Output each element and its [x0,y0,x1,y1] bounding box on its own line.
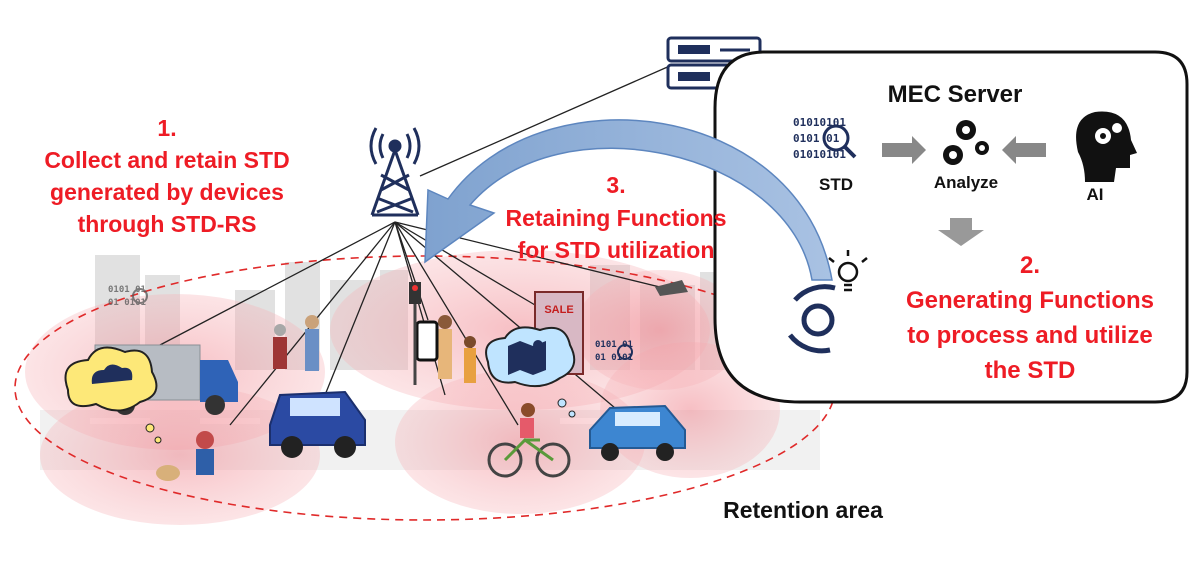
lightbulb-icon [828,250,868,292]
step3-text: 3. Retaining Functions for STD utilizati… [505,172,726,263]
std-data-icon-street-left: 0101 01 01 0101 [108,285,148,308]
map-thought [485,326,576,418]
step2-text: 2. Generating Functions to process and u… [906,252,1154,384]
step2-line-3: the STD [985,357,1076,384]
svg-text:01010101: 01010101 [793,148,846,161]
step2-number: 2. [1020,252,1040,279]
sedan-car [589,404,686,461]
step1-text: 1. Collect and retain STD generated by d… [44,115,289,237]
svg-text:0101 01: 0101 01 [108,285,146,295]
std-data-icon-street-right: 0101 01 01 0101 [595,340,633,363]
svg-text:0101 01: 0101 01 [793,132,840,145]
analyze-label: Analyze [934,173,998,192]
rain-cloud-thought [64,346,162,444]
svg-text:01 0101: 01 0101 [108,298,146,308]
step1-line-2: generated by devices [50,179,284,205]
radio-tower-icon [369,127,421,217]
step2-line-2: to process and utilize [907,322,1152,349]
step2-line-1: Generating Functions [906,287,1154,314]
arrow-right-icon [882,136,926,164]
person-with-dog [156,431,214,481]
retention-area-label: Retention area [723,497,883,523]
pedestrians [273,315,476,383]
ai-label: AI [1087,185,1104,204]
ai-head-icon [1076,111,1137,182]
arrow-left-icon [1002,136,1046,164]
svg-text:0101 01: 0101 01 [595,340,633,350]
step1-line-1: Collect and retain STD [44,147,289,173]
traffic-light [409,282,421,385]
function-gear-icon [788,284,836,354]
svg-text:01 0101: 01 0101 [595,353,633,363]
gears-icon [943,120,989,165]
step3-line-2: for STD utilization [518,237,715,263]
drone [655,280,688,296]
std-data-icon: 01010101 0101 01 01010101 [793,116,857,161]
step1-number: 1. [157,115,176,141]
step1-line-3: through STD-RS [78,211,257,237]
retain-functions-arrow [424,119,833,281]
cyclist [487,403,571,478]
std-label: STD [819,175,853,194]
step3-number: 3. [606,172,625,198]
arrow-down-icon [938,218,984,246]
smartphone-icon [415,320,439,362]
suv-car [269,390,366,458]
step3-line-1: Retaining Functions [505,205,726,231]
sale-sign-text: SALE [544,304,573,316]
mec-server-title: MEC Server [888,81,1023,108]
